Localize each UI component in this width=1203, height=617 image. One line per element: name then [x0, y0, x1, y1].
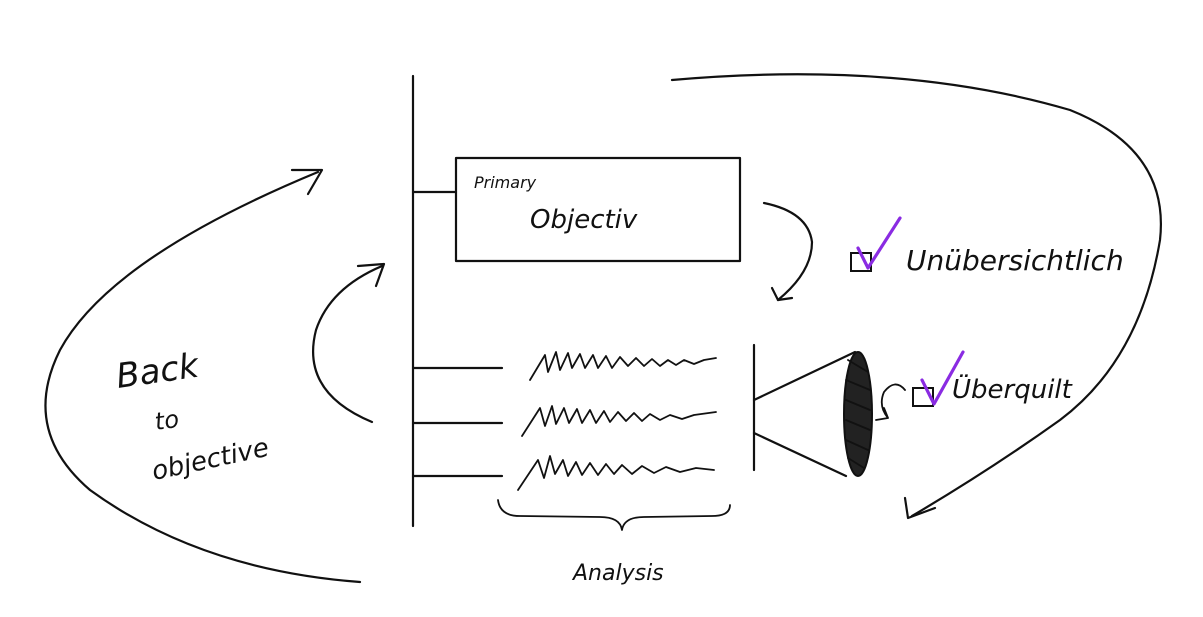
objective-label: Objectiv [530, 205, 638, 235]
objective-box: Primary Objectiv [454, 156, 742, 263]
arrow-large-left [44, 170, 362, 584]
svg-text:Back: Back [114, 346, 203, 397]
checkmark-icon [920, 350, 965, 406]
analysis-brace [497, 499, 731, 531]
scribble-line-3 [517, 455, 715, 491]
checklist-item-1: Unübersichtlich [850, 216, 1124, 277]
primary-label: Primary [474, 173, 537, 192]
arrow-objective-down-head [770, 286, 794, 302]
scribble-line-2 [521, 405, 717, 437]
arrow-small-left-head [356, 262, 386, 288]
funnel-cone-icon [752, 350, 873, 478]
analysis-label: Analysis [571, 561, 664, 586]
arrow-large-right-loop-head [903, 496, 937, 520]
cone-curl-arrow [875, 383, 906, 421]
svg-text:to: to [153, 405, 181, 436]
checklist-label-2: Überquilt [952, 373, 1073, 405]
back-to-objective-label: Back to objective [114, 346, 272, 487]
arrow-objective-down [762, 201, 814, 302]
checklist-item-2: Überquilt [912, 350, 1073, 407]
arrow-large-left-head [290, 168, 324, 196]
scribble-line-1 [529, 351, 717, 381]
checkmark-icon [856, 216, 902, 270]
svg-text:objective: objective [149, 433, 271, 487]
arrow-large-right-loop [670, 73, 1162, 518]
checkbox-icon [912, 387, 934, 407]
arrow-small-left [312, 264, 384, 424]
checklist-label-1: Unübersichtlich [906, 244, 1124, 277]
